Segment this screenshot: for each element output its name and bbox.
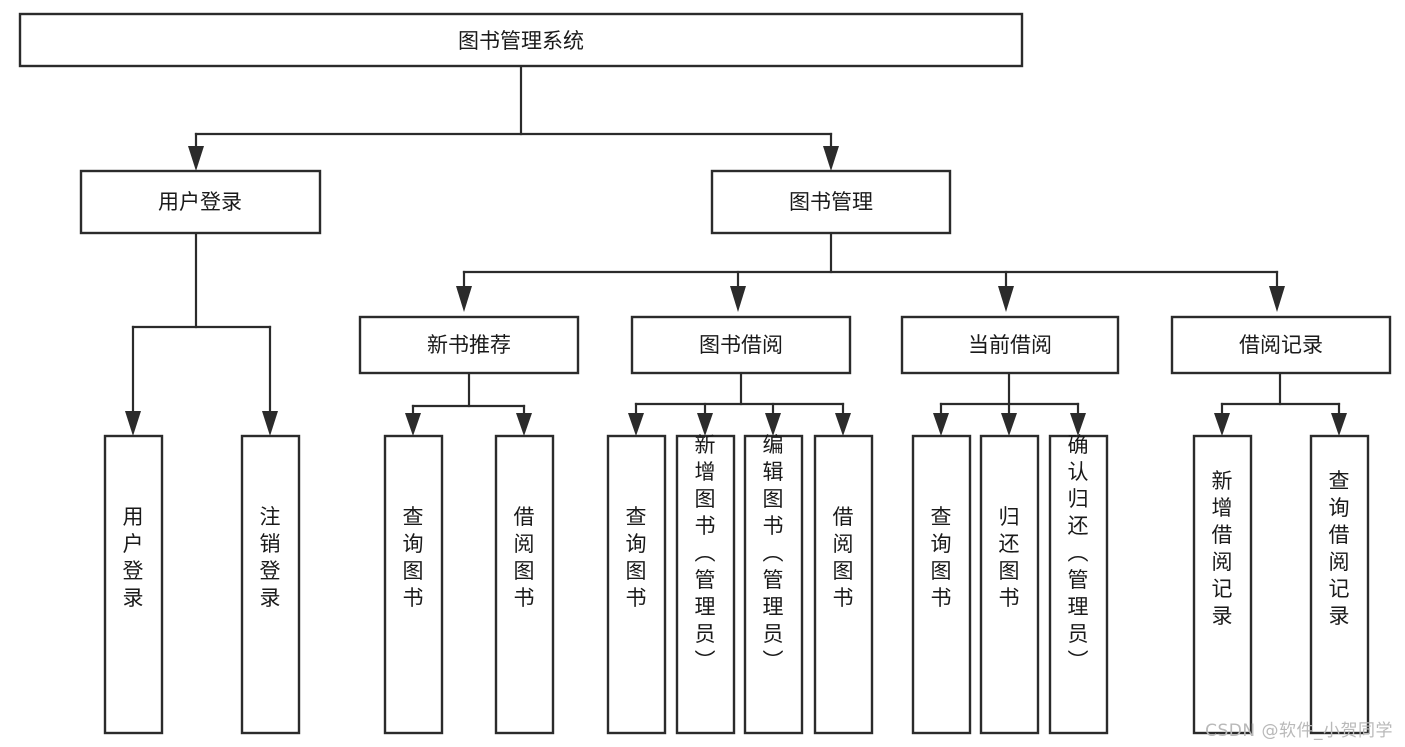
- leaf-node[interactable]: 注销登录: [240, 434, 301, 735]
- arrow-icon-to-leaf-borrow-3: [765, 413, 781, 436]
- node-label-leaf-borrow-edit: 编辑图书︵管理员︶: [763, 433, 784, 673]
- arrow-icon-to-leaf-newbook-2: [516, 413, 532, 436]
- arrow-icon-to-leaf-borrow-2: [697, 413, 713, 436]
- node-box-leaf-borrow-add[interactable]: [675, 434, 736, 735]
- leaf-node[interactable]: 确认归还︵管理员︶: [1048, 433, 1109, 735]
- node-label-leaf-current-query: 查询图书: [931, 505, 952, 610]
- node-user-login[interactable]: 用户登录: [79, 169, 322, 235]
- arrow-icon-to-current: [998, 286, 1014, 312]
- leaf-node[interactable]: 新增借阅记录: [1192, 434, 1253, 735]
- arrow-icon-to-leaf-newbook-1: [405, 413, 421, 436]
- node-label-leaf-current-confirm: 确认归还︵管理员︶: [1068, 433, 1089, 673]
- node-label-leaf-record-query: 查询借阅记录: [1329, 469, 1350, 628]
- leaf-node[interactable]: 查询借阅记录: [1309, 434, 1370, 735]
- leaf-node[interactable]: 归还图书: [979, 434, 1040, 735]
- node-label-leaf-user-login-login: 用户登录: [123, 505, 144, 610]
- node-label-leaf-current-return: 归还图书: [999, 505, 1020, 610]
- node-label-leaf-borrow-borrow: 借阅图书: [833, 505, 854, 610]
- node-box-leaf-record-add[interactable]: [1192, 434, 1253, 735]
- node-label-leaf-user-login-logout: 注销登录: [260, 505, 281, 610]
- node-box-root-system[interactable]: [18, 12, 1024, 68]
- node-box-current-borrow[interactable]: [900, 315, 1120, 375]
- node-box-leaf-user-login-login[interactable]: [103, 434, 164, 735]
- node-box-leaf-record-query[interactable]: [1309, 434, 1370, 735]
- node-box-leaf-borrow-borrow[interactable]: [813, 434, 874, 735]
- arrow-icon-to-user-login: [188, 146, 204, 171]
- node-box-leaf-borrow-query[interactable]: [606, 434, 667, 735]
- node-box-book-management[interactable]: [710, 169, 952, 235]
- arrow-icon-to-leaf-borrow-4: [835, 413, 851, 436]
- node-box-leaf-current-return[interactable]: [979, 434, 1040, 735]
- node-label-root-system: 图书管理系统: [458, 29, 584, 53]
- arrow-icon-to-leaf-record-2: [1331, 413, 1347, 436]
- node-label-leaf-record-add: 新增借阅记录: [1212, 469, 1233, 628]
- arrow-icon-to-leaf-borrow-1: [628, 413, 644, 436]
- node-label-leaf-newbook-borrow: 借阅图书: [514, 505, 535, 610]
- node-box-new-book-recommend[interactable]: [358, 315, 580, 375]
- leaf-node[interactable]: 查询图书: [383, 434, 444, 735]
- node-label-leaf-borrow-add: 新增图书︵管理员︶: [695, 433, 716, 673]
- node-label-current-borrow: 当前借阅: [968, 333, 1052, 357]
- arrow-icon-to-leaf-current-2: [1001, 413, 1017, 436]
- leaf-node[interactable]: 用户登录: [103, 434, 164, 735]
- node-current-borrow[interactable]: 当前借阅: [900, 315, 1120, 375]
- node-book-management[interactable]: 图书管理: [710, 169, 952, 235]
- node-label-leaf-borrow-query: 查询图书: [626, 505, 647, 610]
- node-borrow-record[interactable]: 借阅记录: [1170, 315, 1392, 375]
- arrow-icon-to-leaf-record-1: [1214, 413, 1230, 436]
- arrow-icon-to-leaf-current-1: [933, 413, 949, 436]
- node-box-leaf-user-login-logout[interactable]: [240, 434, 301, 735]
- node-label-book-management: 图书管理: [789, 190, 873, 214]
- node-box-book-borrow[interactable]: [630, 315, 852, 375]
- node-label-new-book-recommend: 新书推荐: [427, 333, 511, 357]
- arrow-icon-to-newbook: [456, 286, 472, 312]
- node-label-leaf-newbook-query: 查询图书: [403, 505, 424, 610]
- leaf-node[interactable]: 查询图书: [911, 434, 972, 735]
- node-book-borrow[interactable]: 图书借阅: [630, 315, 852, 375]
- node-box-leaf-current-confirm[interactable]: [1048, 434, 1109, 735]
- node-root-system[interactable]: 图书管理系统: [18, 12, 1024, 68]
- arrowhead-layer: [125, 146, 1347, 436]
- node-box-borrow-record[interactable]: [1170, 315, 1392, 375]
- node-box-leaf-newbook-query[interactable]: [383, 434, 444, 735]
- node-box-leaf-newbook-borrow[interactable]: [494, 434, 555, 735]
- node-box-leaf-current-query[interactable]: [911, 434, 972, 735]
- arrow-icon-to-leaf-userlogin-2: [262, 411, 278, 436]
- arrow-icon-to-leaf-current-3: [1070, 413, 1086, 436]
- arrow-icon-to-record: [1269, 286, 1285, 312]
- node-box-leaf-borrow-edit[interactable]: [743, 434, 804, 735]
- leaf-node[interactable]: 编辑图书︵管理员︶: [743, 433, 804, 735]
- leaf-node[interactable]: 查询图书: [606, 434, 667, 735]
- arrow-icon-to-borrow: [730, 286, 746, 312]
- node-label-borrow-record: 借阅记录: [1239, 333, 1323, 357]
- node-box-user-login[interactable]: [79, 169, 322, 235]
- leaf-node[interactable]: 新增图书︵管理员︶: [675, 433, 736, 735]
- leaf-node[interactable]: 借阅图书: [494, 434, 555, 735]
- node-new-book-recommend[interactable]: 新书推荐: [358, 315, 580, 375]
- node-label-user-login: 用户登录: [158, 190, 242, 214]
- leaf-node[interactable]: 借阅图书: [813, 434, 874, 735]
- node-label-book-borrow: 图书借阅: [699, 333, 783, 357]
- arrow-icon-to-leaf-userlogin-1: [125, 411, 141, 436]
- arrow-icon-to-book-mgmt: [823, 146, 839, 171]
